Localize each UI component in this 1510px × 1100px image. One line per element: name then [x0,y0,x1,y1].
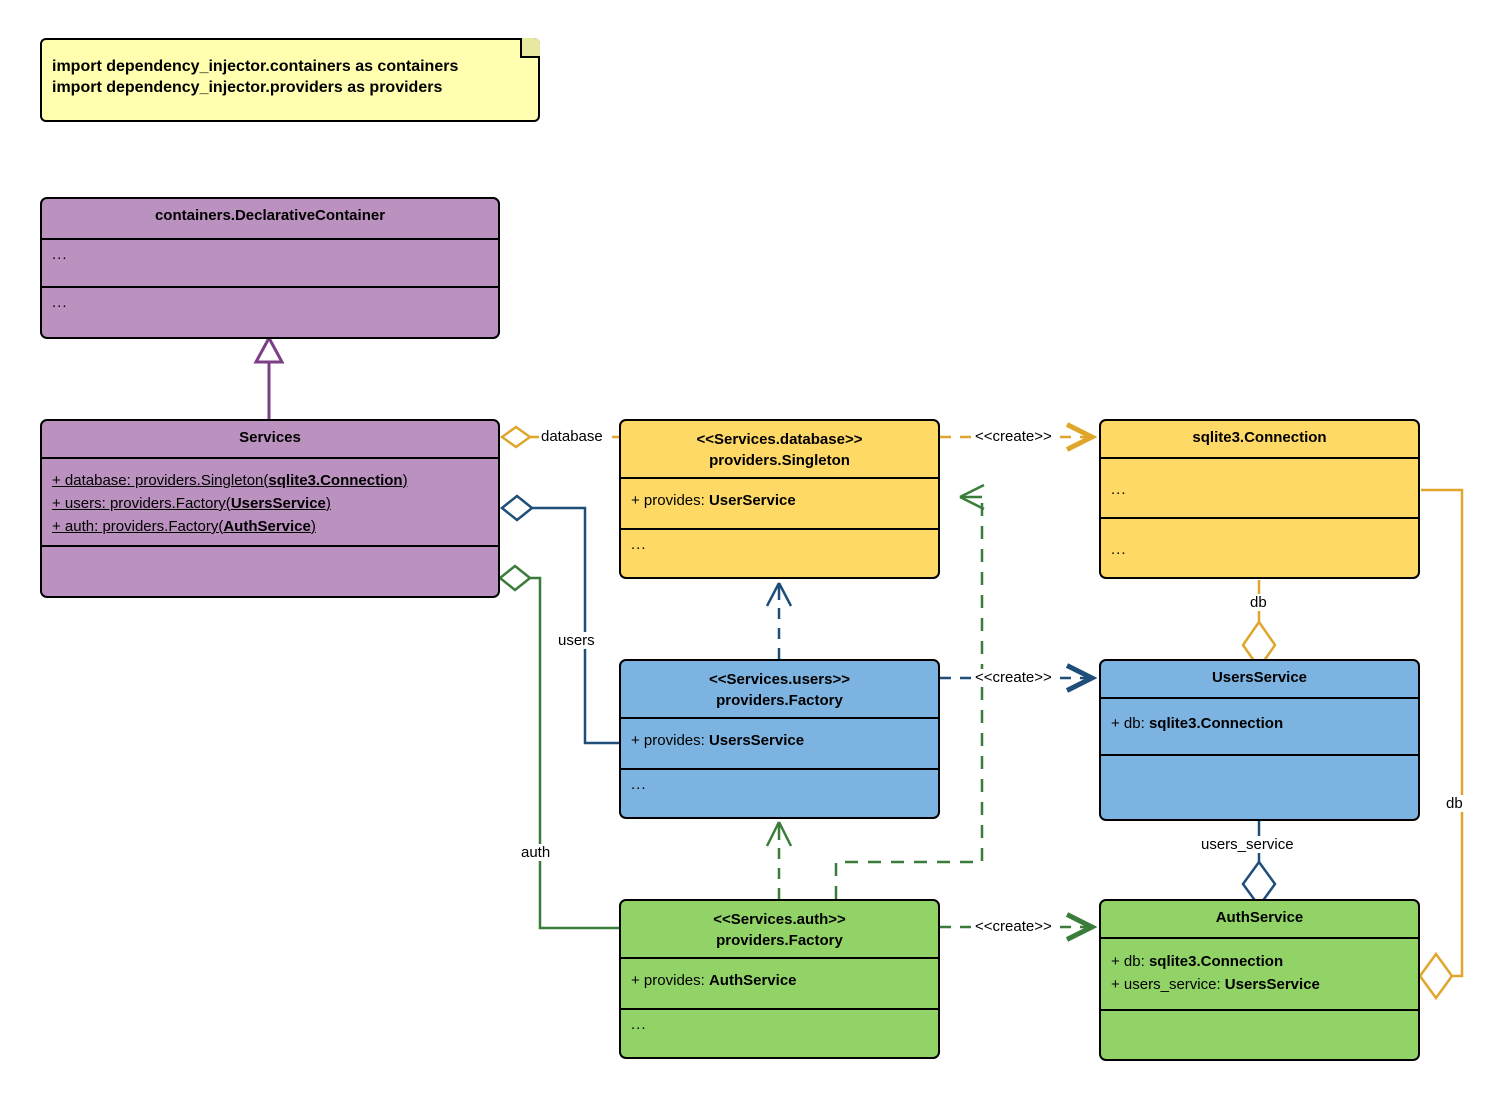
edge-label-create-database: <<create>> [973,428,1054,445]
class-attributes-section: ... [1101,459,1418,519]
class-attributes-section: + provides: UsersService [621,719,938,770]
edge-label-create-auth: <<create>> [973,918,1054,935]
class-methods-section: ... [1101,519,1418,577]
class-title-sqlite3-connection: sqlite3.Connection [1192,429,1327,446]
edge-label-create-users: <<create>> [973,669,1054,686]
class-attributes-section: + provides: AuthService [621,959,938,1010]
class-attributes-section: + db: sqlite3.Connection + users_service… [1101,939,1418,1011]
methods-placeholder: ... [1111,541,1127,558]
attribute-row: + users_service: UsersService [1111,976,1320,993]
class-title-section: <<Services.users>> providers.Factory [621,661,938,719]
class-title-section: <<Services.database>> providers.Singleto… [621,421,938,479]
attribute-row: + database: providers.Singleton(sqlite3.… [52,472,408,489]
class-box-services-database[interactable]: <<Services.database>> providers.Singleto… [619,419,940,579]
methods-placeholder: ... [631,776,647,793]
class-title-section: Services [42,421,498,459]
attribute-row: + provides: UserService [631,492,796,509]
class-title-services: Services [239,429,301,446]
note-fold-corner [520,38,540,58]
methods-placeholder: ... [52,294,68,311]
class-methods-section: ... [621,1010,938,1057]
attribute-row: + provides: AuthService [631,972,797,989]
edge-label-users: users [556,632,597,649]
edge-dependency-auth-to-users [765,821,793,899]
class-box-services-users[interactable]: <<Services.users>> providers.Factory + p… [619,659,940,819]
class-title-services-users: providers.Factory [716,692,843,709]
class-attributes-section: + db: sqlite3.Connection [1101,699,1418,756]
class-title-section: <<Services.auth>> providers.Factory [621,901,938,959]
edge-aggregation-usersservice-authservice [1241,821,1277,909]
class-box-services-auth[interactable]: <<Services.auth>> providers.Factory + pr… [619,899,940,1059]
class-box-auth-service[interactable]: AuthService + db: sqlite3.Connection + u… [1099,899,1420,1061]
class-stereotype-services-database: <<Services.database>> [696,431,863,448]
class-box-services[interactable]: Services + database: providers.Singleton… [40,419,500,598]
attribute-row: + provides: UsersService [631,732,805,749]
attribute-row: + auth: providers.Factory(AuthService) [52,518,316,535]
import-note: import dependency_injector.containers as… [40,38,540,122]
attributes-placeholder: ... [52,246,68,263]
class-methods-section: ... [42,288,498,337]
edge-label-auth: auth [519,844,553,861]
class-methods-section [42,547,498,596]
class-box-declarative-container[interactable]: containers.DeclarativeContainer ... ... [40,197,500,339]
edge-label-users-service: users_service [1199,836,1296,853]
class-attributes-section: ... [42,240,498,288]
class-title-section: UsersService [1101,661,1418,699]
class-title-declarative-container: containers.DeclarativeContainer [154,207,386,224]
class-attributes-section: + database: providers.Singleton(sqlite3.… [42,459,498,547]
class-methods-section [1101,756,1418,817]
methods-placeholder: ... [631,536,647,553]
note-line-1: import dependency_injector.containers as… [52,58,459,75]
edge-label-database: database [539,428,605,445]
edge-aggregation-services-auth [497,564,619,930]
class-title-services-auth: providers.Factory [716,932,843,949]
note-line-2: import dependency_injector.providers as … [52,79,443,96]
class-methods-section: ... [621,530,938,577]
class-title-section: containers.DeclarativeContainer [42,199,498,240]
edge-aggregation-services-users [499,494,619,745]
attributes-placeholder: ... [1111,481,1127,498]
edge-dependency-users-to-database [765,582,793,659]
edge-aggregation-sqlite3-db-authservice [1418,488,1464,1001]
edge-label-db-users-service: db [1248,594,1269,611]
class-attributes-section: + provides: UserService [621,479,938,530]
class-title-section: AuthService [1101,901,1418,939]
class-stereotype-services-auth: <<Services.auth>> [713,911,846,928]
class-stereotype-services-users: <<Services.users>> [709,671,850,688]
class-title-auth-service: AuthService [1215,909,1304,926]
class-title-section: sqlite3.Connection [1101,421,1418,459]
class-title-users-service: UsersService [1211,669,1308,686]
edge-generalization-services-to-declarativecontainer [253,334,285,419]
class-methods-section: ... [621,770,938,817]
attribute-row: + users: providers.Factory(UsersService) [52,495,331,512]
attribute-row: + db: sqlite3.Connection [1111,715,1284,732]
class-box-users-service[interactable]: UsersService + db: sqlite3.Connection [1099,659,1420,821]
methods-placeholder: ... [631,1016,647,1033]
edge-label-db-auth-service: db [1444,795,1465,812]
class-title-services-database: providers.Singleton [709,452,850,469]
attribute-row: + db: sqlite3.Connection [1111,953,1284,970]
class-methods-section [1101,1011,1418,1057]
class-box-sqlite3-connection[interactable]: sqlite3.Connection ... ... [1099,419,1420,579]
